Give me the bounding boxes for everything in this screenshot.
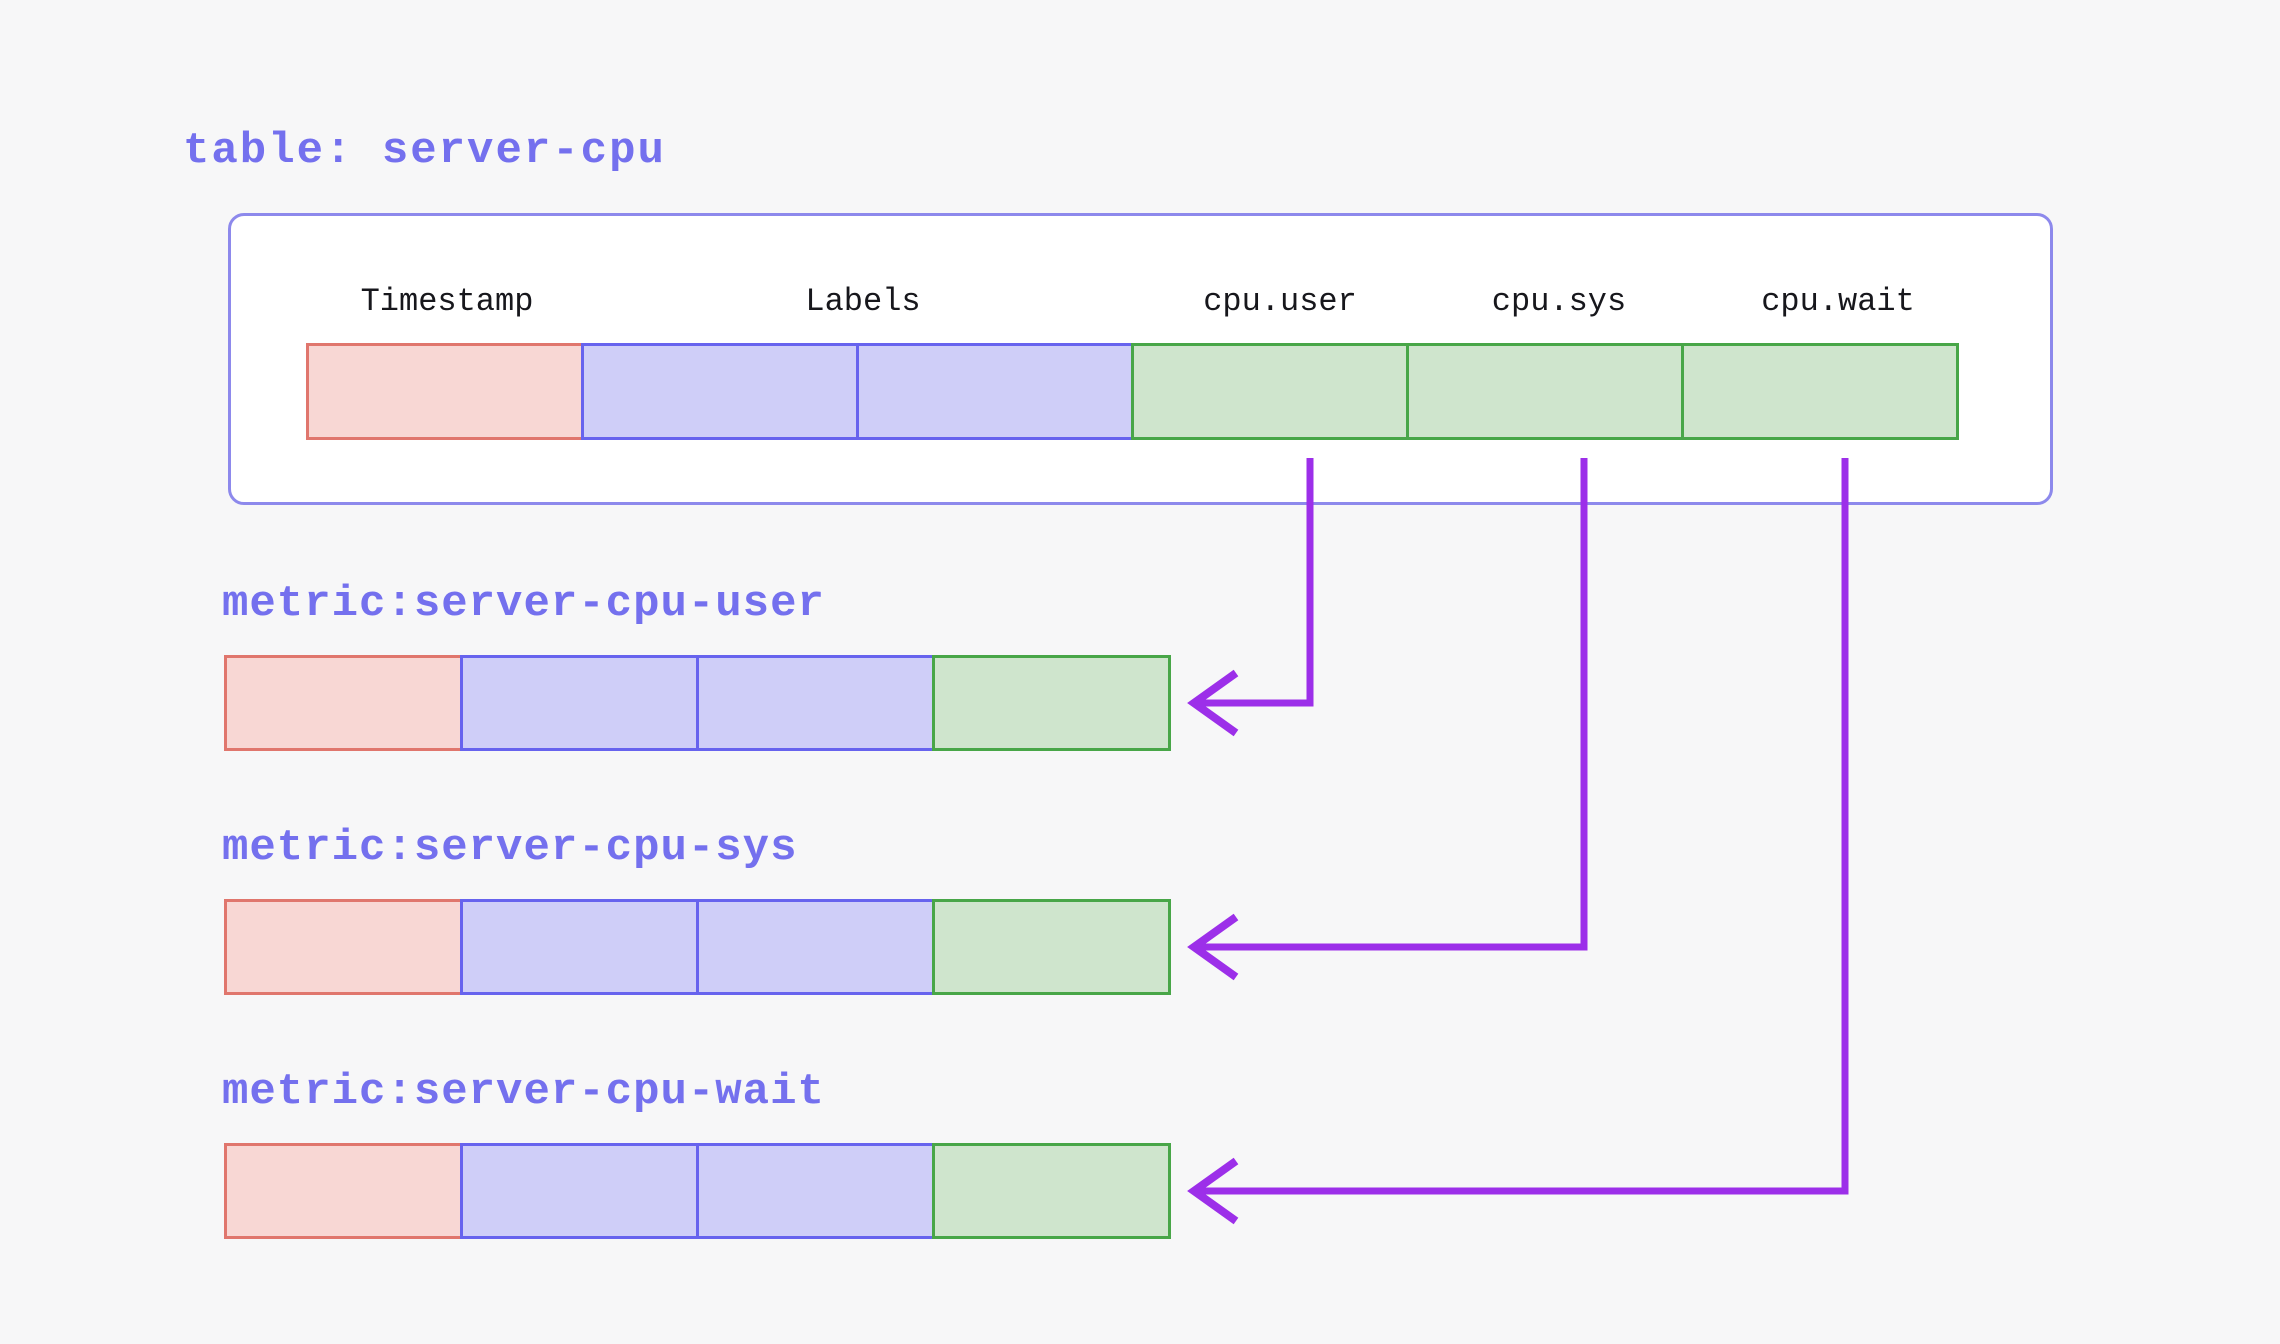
- metric-title: metric:server-cpu-user: [222, 579, 825, 629]
- metric-row: [224, 899, 1171, 995]
- column-header-cpu-sys: cpu.sys: [1491, 283, 1627, 320]
- timestamp-cell: [224, 655, 463, 751]
- value-cell-cpu-wait: [1681, 343, 1959, 440]
- labels-cell: [581, 343, 859, 440]
- timestamp-cell: [224, 899, 463, 995]
- column-header-timestamp: Timestamp: [360, 283, 534, 320]
- metric-section-cpu-sys: metric:server-cpu-sys: [222, 823, 1171, 995]
- labels-cell: [460, 655, 699, 751]
- column-header-labels: Labels: [805, 283, 921, 320]
- labels-cell: [460, 1143, 699, 1239]
- metric-row: [224, 655, 1171, 751]
- table-title: table: server-cpu: [183, 126, 666, 176]
- metric-row: [224, 1143, 1171, 1239]
- labels-cell: [696, 1143, 935, 1239]
- value-cell-cpu-sys: [1406, 343, 1684, 440]
- table-row: [306, 343, 1959, 440]
- metric-title: metric:server-cpu-wait: [222, 1067, 825, 1117]
- labels-cell: [460, 899, 699, 995]
- timestamp-cell: [224, 1143, 463, 1239]
- arrow-left-icon: [1187, 1157, 1239, 1225]
- labels-cell: [856, 343, 1134, 440]
- timestamp-cell: [306, 343, 584, 440]
- metric-section-cpu-wait: metric:server-cpu-wait: [222, 1067, 1171, 1239]
- labels-cell: [696, 655, 935, 751]
- column-header-cpu-user: cpu.user: [1203, 283, 1357, 320]
- arrow-cpu-wait: [1187, 458, 1849, 1225]
- arrow-left-icon: [1187, 669, 1239, 737]
- value-cell: [932, 899, 1171, 995]
- value-cell-cpu-user: [1131, 343, 1409, 440]
- value-cell: [932, 655, 1171, 751]
- metric-section-cpu-user: metric:server-cpu-user: [222, 579, 1171, 751]
- table-box: Timestamp Labels cpu.user cpu.sys cpu.wa…: [228, 213, 2053, 505]
- value-cell: [932, 1143, 1171, 1239]
- labels-cell: [696, 899, 935, 995]
- metric-title: metric:server-cpu-sys: [222, 823, 798, 873]
- arrow-left-icon: [1187, 913, 1239, 981]
- arrow-cpu-sys: [1187, 458, 1588, 981]
- column-header-cpu-wait: cpu.wait: [1761, 283, 1915, 320]
